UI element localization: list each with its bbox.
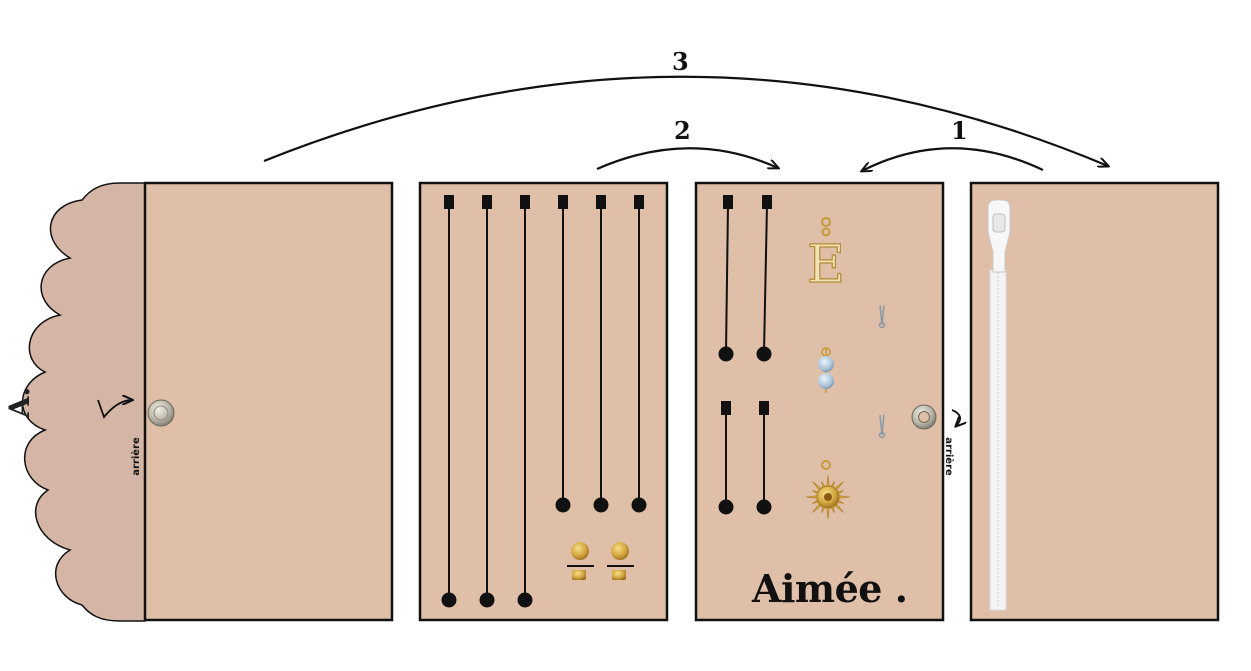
panel-2 — [418, 181, 669, 622]
flap-letter: A. — [3, 386, 37, 419]
letter-charm-icon: E — [806, 217, 846, 296]
brand-name: Aimée . — [752, 566, 908, 611]
back-label-right: arrière — [942, 437, 954, 476]
grommet-ring-icon — [911, 404, 937, 430]
step-label-3: 3 — [672, 47, 689, 76]
step-label-2: 2 — [674, 116, 691, 145]
bead-charm-icon — [818, 347, 834, 393]
scalloped-flap — [21, 182, 146, 622]
panel-4 — [969, 181, 1220, 622]
pin-group-medium — [555, 195, 647, 513]
step-label-1: 1 — [951, 116, 968, 145]
pin-group-upper — [718, 195, 772, 362]
safety-pin-icon — [878, 304, 886, 439]
panel-3 — [694, 181, 945, 622]
fold-arrow-2 — [596, 147, 778, 171]
panel-1 — [143, 181, 394, 622]
charm-letter: E — [807, 235, 845, 295]
sun-charm-icon — [805, 460, 851, 520]
back-label-left: arrière — [130, 437, 142, 476]
curl-arrow-icon — [97, 400, 132, 419]
pin-group-long — [441, 195, 533, 608]
zipper-icon — [987, 199, 1011, 611]
pin-group-lower — [718, 401, 772, 515]
snap-button-icon — [147, 399, 175, 427]
earring-pair-icon — [567, 542, 634, 580]
fold-arrow-1 — [862, 147, 1044, 171]
curl-arrow-right-icon — [951, 409, 960, 426]
fold-arrow-3 — [263, 75, 1108, 166]
